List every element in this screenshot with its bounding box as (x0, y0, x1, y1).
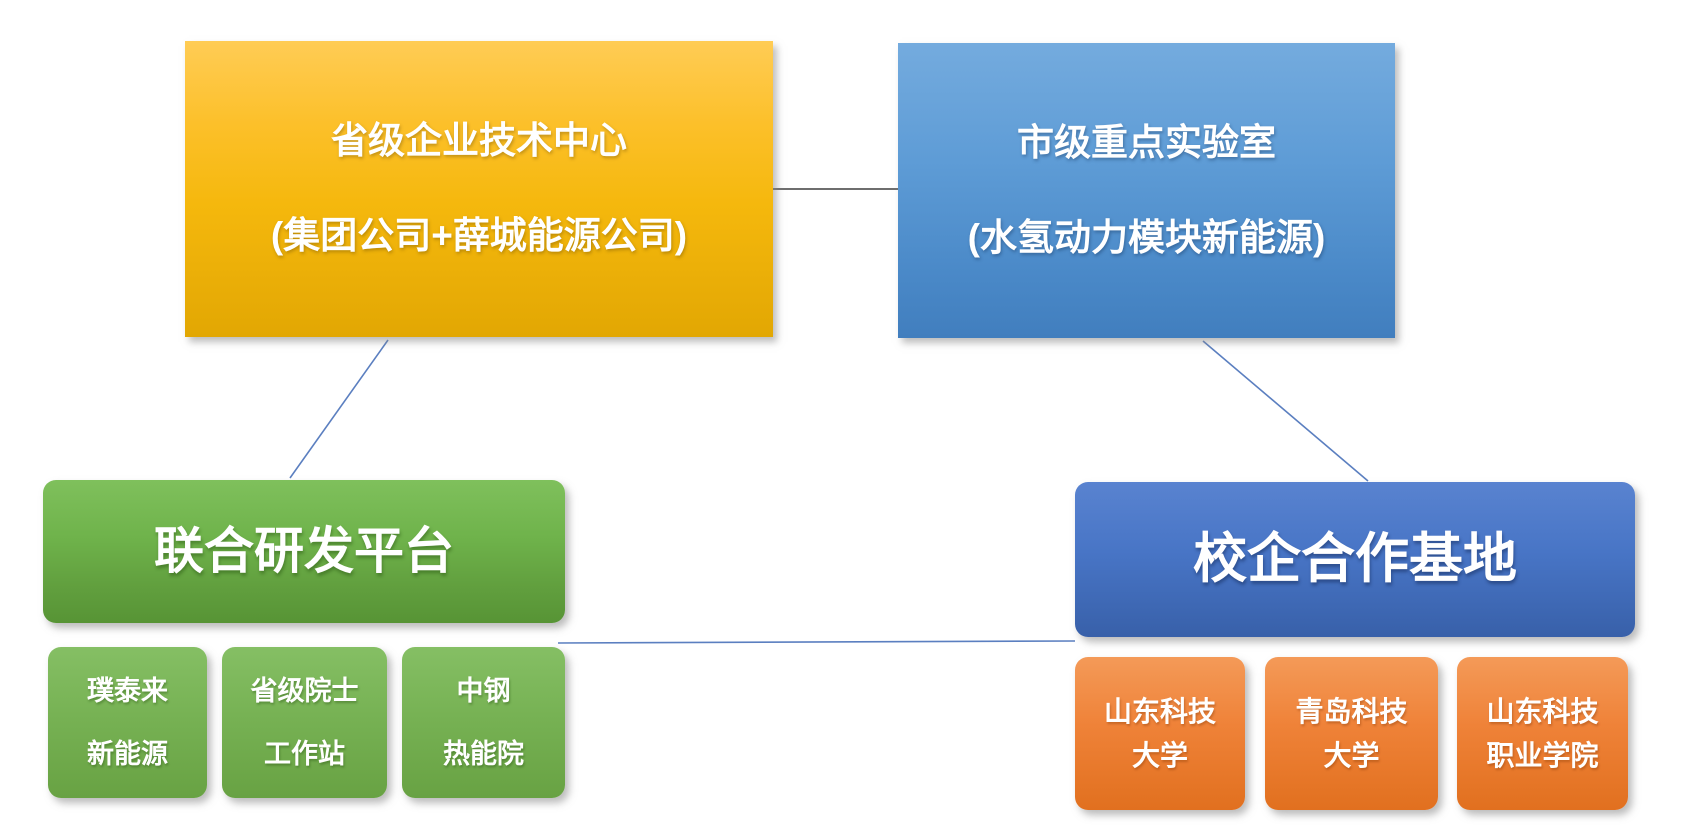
connector-rdplatform-coopbase (557, 640, 1076, 644)
tech-center-subtitle: (集团公司+薛城能源公司) (270, 215, 688, 256)
coop-member-line: 职业学院 (1486, 739, 1599, 771)
node-rd-member-putailai: 璞泰来 新能源 (48, 647, 207, 798)
node-municipal-key-lab: 市级重点实验室 (水氢动力模块新能源) (898, 43, 1395, 338)
key-lab-title: 市级重点实验室 (1017, 121, 1276, 163)
coop-member-line: 大学 (1323, 739, 1380, 771)
coop-member-line: 山东科技 (1103, 696, 1216, 728)
rd-platform-label: 联合研发平台 (154, 523, 454, 580)
rd-member-line: 热能院 (443, 738, 524, 769)
node-school-enterprise-base: 校企合作基地 (1075, 482, 1635, 637)
coop-base-label: 校企合作基地 (1193, 529, 1517, 590)
node-coop-member-sdust: 山东科技 大学 (1075, 657, 1245, 810)
node-coop-member-qust: 青岛科技 大学 (1265, 657, 1438, 810)
node-coop-member-sd-vocational: 山东科技 职业学院 (1457, 657, 1628, 810)
rd-member-line: 璞泰来 (87, 676, 168, 707)
rd-member-line: 中钢 (456, 676, 511, 707)
node-rd-member-sinosteel: 中钢 热能院 (402, 647, 565, 798)
rd-member-line: 工作站 (264, 738, 345, 769)
node-provincial-tech-center: 省级企业技术中心 (集团公司+薛城能源公司) (185, 41, 773, 337)
tech-center-title: 省级企业技术中心 (331, 120, 627, 162)
coop-member-line: 山东科技 (1486, 696, 1599, 728)
node-rd-member-academician-station: 省级院士 工作站 (222, 647, 387, 798)
rd-member-line: 省级院士 (250, 676, 359, 707)
node-joint-rd-platform: 联合研发平台 (43, 480, 565, 623)
coop-member-line: 大学 (1131, 739, 1188, 771)
key-lab-subtitle: (水氢动力模块新能源) (967, 216, 1326, 258)
rd-member-line: 新能源 (87, 738, 168, 769)
connector-techcenter-rdplatform (289, 339, 389, 479)
connector-keylab-coopbase (1202, 340, 1369, 482)
coop-member-line: 青岛科技 (1295, 696, 1408, 728)
